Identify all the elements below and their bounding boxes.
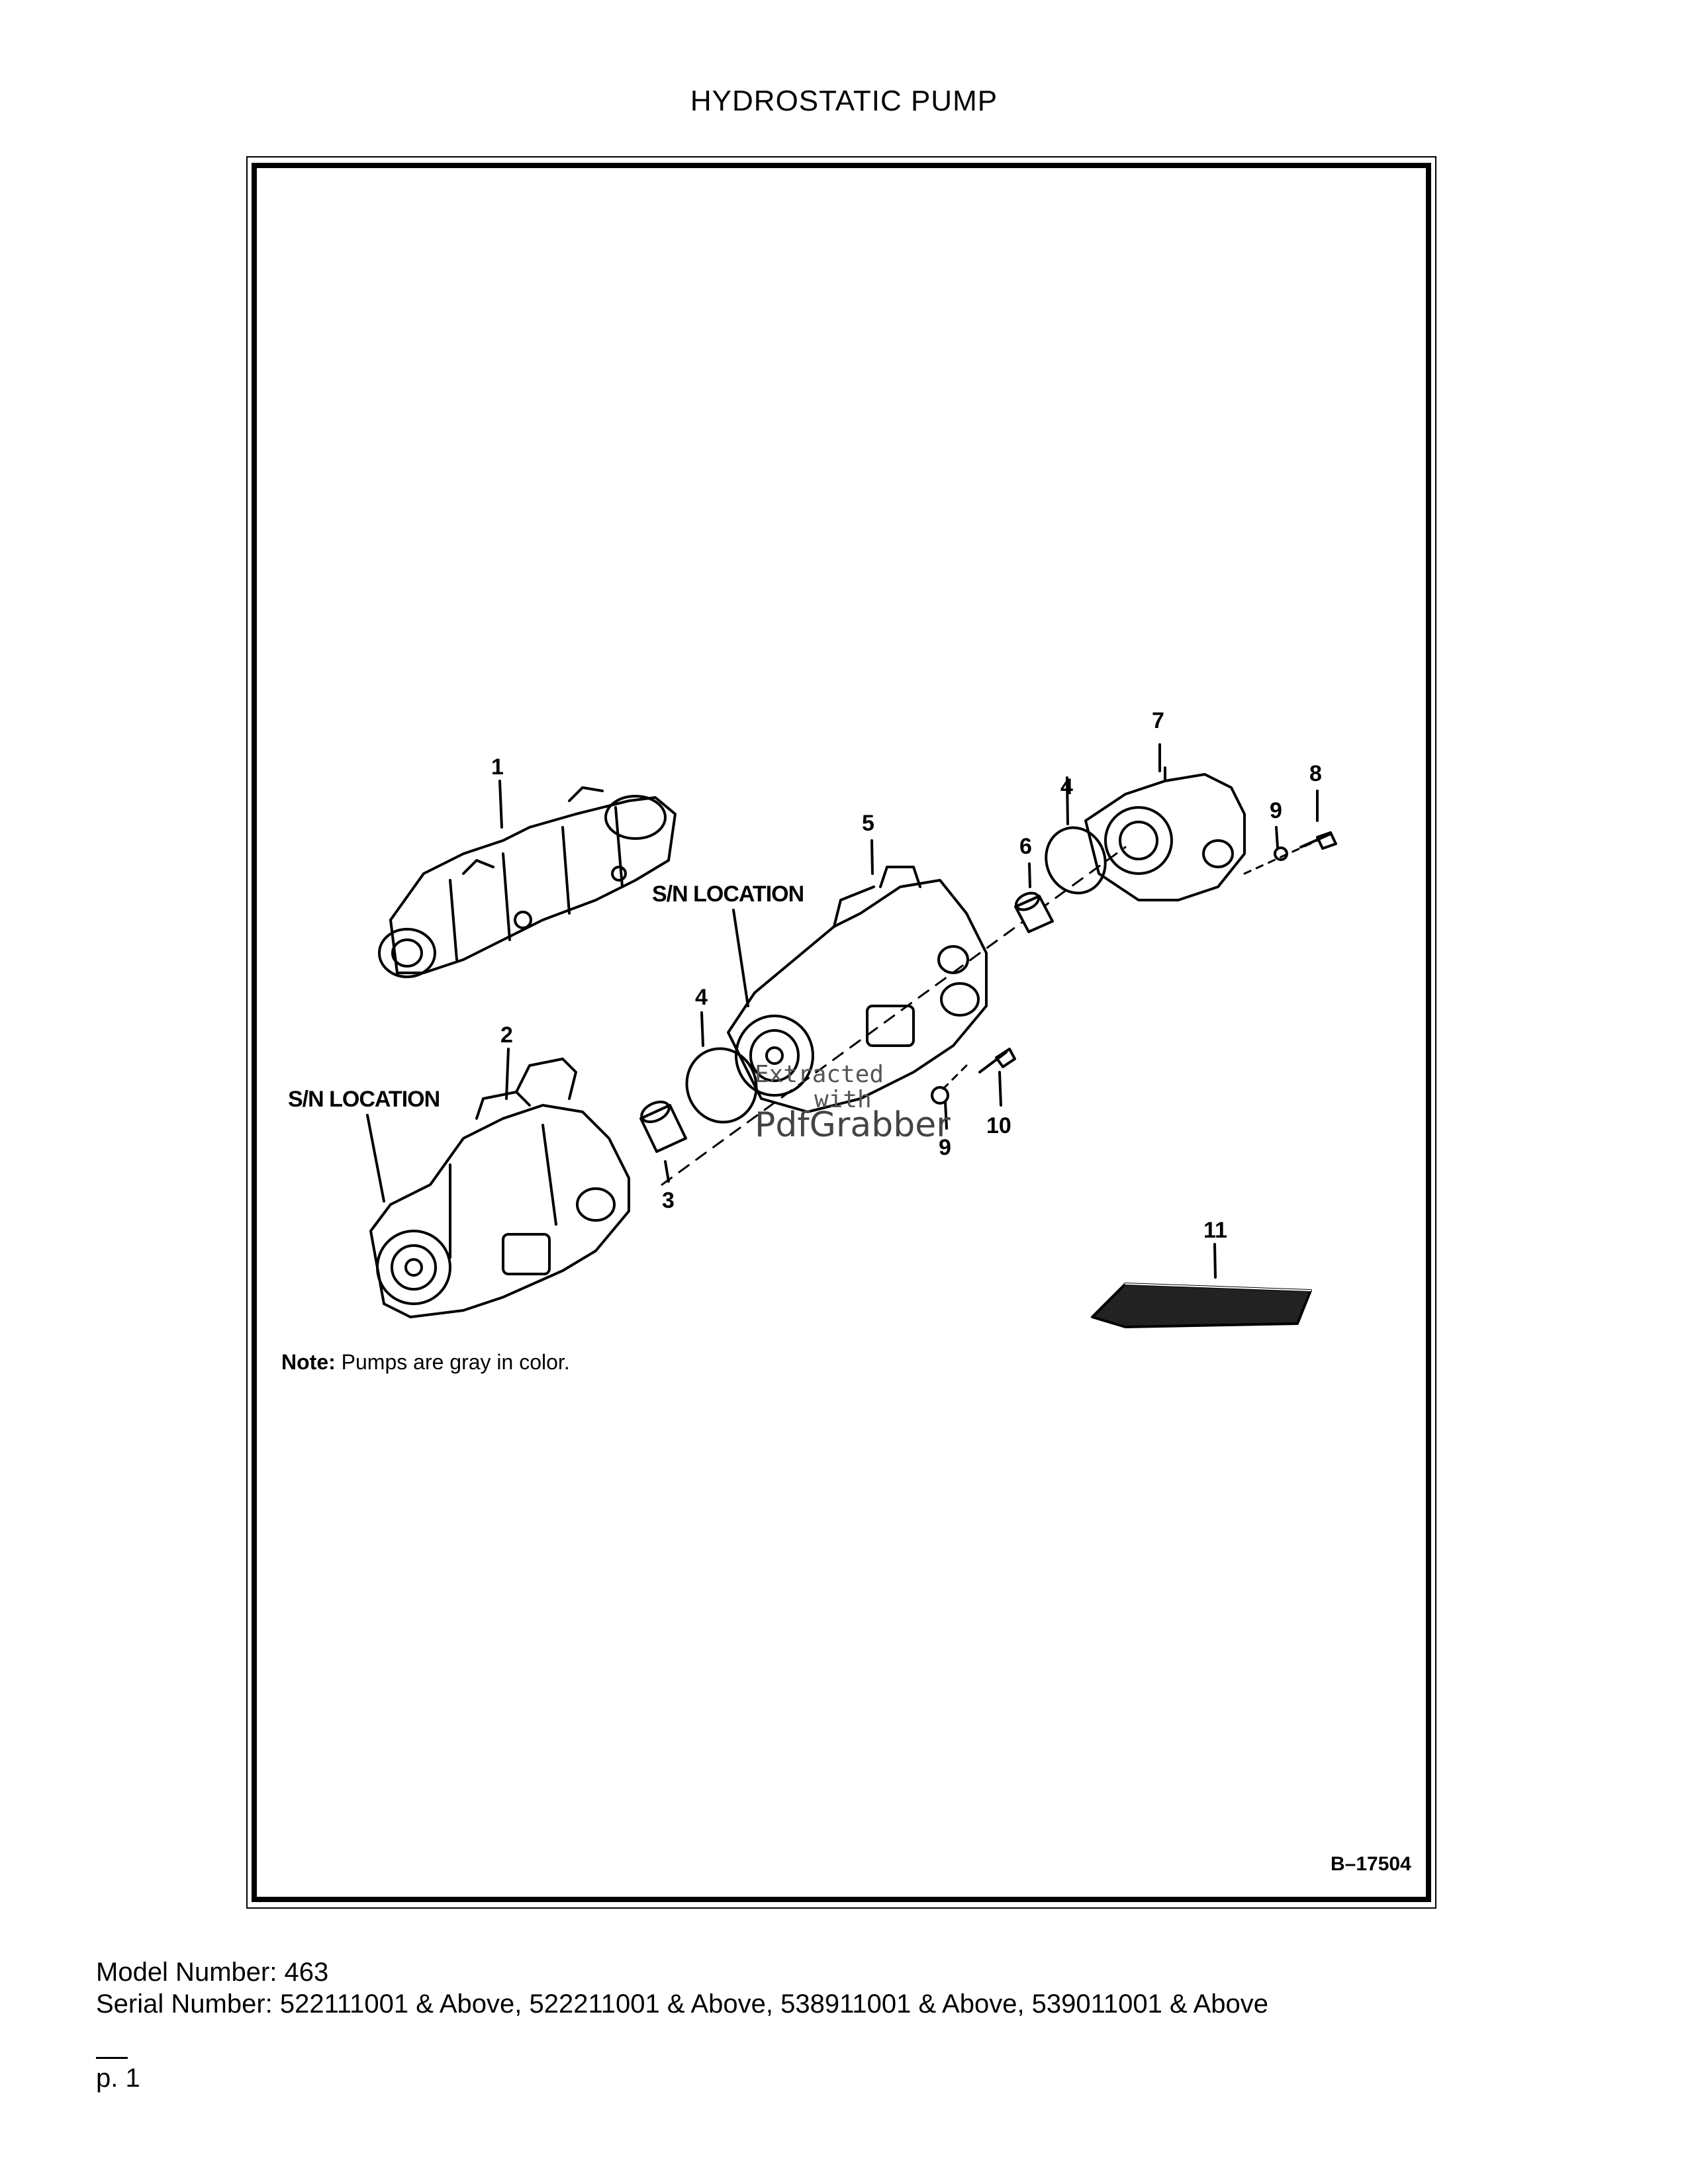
callout-8: 8	[1309, 761, 1322, 786]
note-label: Note:	[281, 1350, 336, 1374]
callout-7: 7	[1152, 708, 1164, 733]
part-5-pump	[727, 866, 988, 1113]
callout-4: 4	[695, 985, 708, 1010]
part-11-decal	[1091, 1283, 1312, 1328]
serial-number: Serial Number: 522111001 & Above, 522211…	[96, 1989, 1269, 2019]
callout-9b: 9	[939, 1135, 951, 1160]
callout-6: 6	[1019, 834, 1032, 859]
part-1-tandem-pump	[378, 786, 677, 978]
callout-1: 1	[491, 754, 504, 780]
callout-3: 3	[662, 1188, 675, 1213]
model-number: Model Number: 463	[96, 1958, 329, 1987]
figure-frame	[252, 163, 1431, 1902]
diagram-note: Note: Pumps are gray in color.	[281, 1350, 570, 1375]
page-number: p. 1	[96, 2064, 140, 2093]
part-7-charge-pump	[1084, 766, 1246, 901]
part-10-bolt	[978, 1048, 1016, 1073]
part-3-coupler	[639, 1100, 687, 1153]
figure-id: B–17504	[1331, 1853, 1411, 1875]
callout-4b: 4	[1060, 774, 1073, 799]
callout-2: 2	[500, 1023, 513, 1048]
part-9-washer-2	[931, 1086, 949, 1105]
note-text: Pumps are gray in color.	[335, 1350, 570, 1374]
part-2-pump	[369, 1058, 630, 1318]
sn-location-label-left: S/N LOCATION	[288, 1087, 440, 1112]
callout-5: 5	[862, 811, 874, 836]
sn-location-label-center: S/N LOCATION	[652, 882, 804, 907]
part-4-o-ring-2	[1045, 826, 1107, 895]
part-9-washer	[1274, 846, 1288, 861]
footer-rule	[96, 2057, 128, 2059]
pdfgrabber-watermark: Extracted with PdfGrabber	[755, 1061, 951, 1145]
callout-9: 9	[1270, 798, 1282, 823]
figure-frame-outer	[246, 156, 1436, 1909]
part-8-bolt	[1299, 831, 1337, 850]
callout-10: 10	[986, 1113, 1011, 1138]
part-6-coupler	[1014, 891, 1054, 933]
page-title: HYDROSTATIC PUMP	[690, 85, 998, 117]
callout-11: 11	[1203, 1218, 1227, 1243]
part-4-o-ring	[685, 1047, 758, 1124]
